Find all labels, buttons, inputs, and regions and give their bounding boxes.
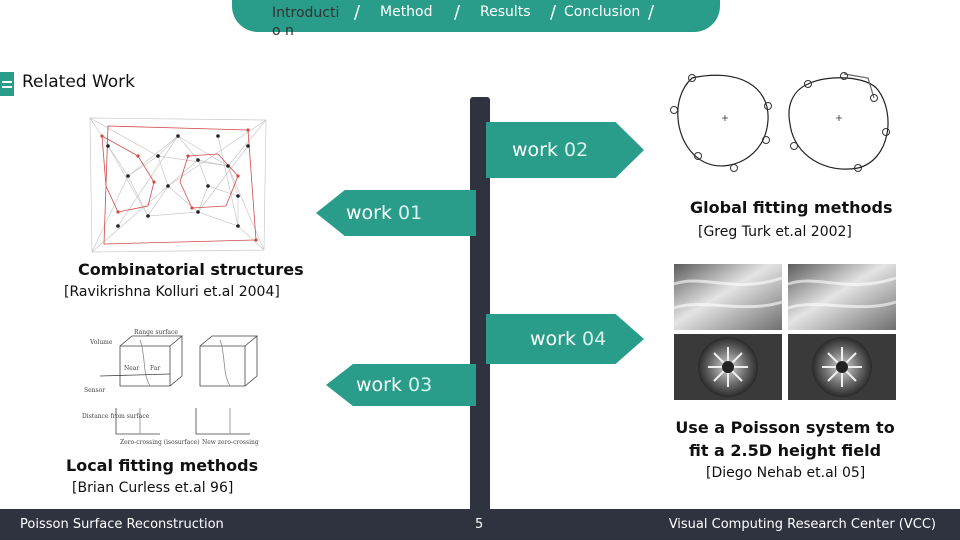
nav-item-method[interactable]: Method	[380, 4, 433, 20]
sign-label: work	[530, 328, 576, 350]
local-citation: [Brian Curless et.al 96]	[72, 480, 234, 496]
delaunay-network-figure	[89, 117, 267, 253]
figure-text: Zero-crossing (isosurface)	[120, 439, 200, 446]
top-nav: Introductio n / Method / Results / Concl…	[232, 0, 720, 39]
footer-organization: Visual Computing Research Center (VCC)	[668, 517, 936, 532]
sign-number: 02	[563, 139, 589, 161]
poisson-citation: [Diego Nehab et.al 05]	[706, 465, 866, 481]
nav-item-results[interactable]: Results	[480, 4, 531, 20]
sign-label: work	[346, 202, 392, 224]
footer-bar: Poisson Surface Reconstruction 5 Visual …	[0, 509, 960, 540]
poisson-title: Use a Poisson system to fit a 2.5D heigh…	[668, 416, 902, 462]
figure-text: Volume	[89, 339, 113, 346]
local-title: Local fitting methods	[66, 456, 259, 475]
global-title: Global fitting methods	[690, 198, 893, 217]
page-title: Related Work	[22, 72, 136, 92]
nav-item-conclusion[interactable]: Conclusion	[564, 4, 641, 20]
figure-text: Far	[150, 365, 160, 372]
figure-text: Range surface	[134, 329, 178, 336]
figure-text: Near	[124, 365, 139, 372]
nav-separator: /	[454, 2, 461, 23]
combinatorial-title: Combinatorial structures	[78, 260, 304, 279]
nav-item-introduction[interactable]: Introductio n	[272, 5, 340, 39]
title-marker-icon	[0, 72, 14, 96]
global-citation: [Greg Turk et.al 2002]	[698, 224, 852, 240]
combinatorial-citation: [Ravikrishna Kolluri et.al 2004]	[64, 284, 280, 300]
footer-title: Poisson Surface Reconstruction	[20, 517, 224, 532]
nav-separator: /	[354, 2, 361, 23]
local-fitting-diagram-figure: Range surface Volume Near Far Sensor Dis…	[82, 329, 259, 446]
nav-separator: /	[648, 2, 655, 23]
global-fitting-curves-figure	[670, 72, 890, 172]
sign-label: work	[356, 374, 402, 396]
figure-text: Distance from surface	[82, 413, 150, 420]
sign-number: 04	[581, 328, 607, 350]
sign-number: 01	[397, 202, 423, 224]
sign-number: 03	[407, 374, 433, 396]
poisson-title-line: Use a Poisson system to	[675, 418, 895, 437]
figure-text: Sensor	[84, 387, 105, 394]
nav-separator: /	[550, 2, 557, 23]
figure-text: New zero-crossing	[202, 439, 259, 446]
sign-label: work	[512, 139, 558, 161]
height-field-renders-figure	[674, 264, 897, 400]
poisson-title-line: fit a 2.5D height field	[688, 441, 882, 460]
page-number: 5	[475, 517, 484, 532]
